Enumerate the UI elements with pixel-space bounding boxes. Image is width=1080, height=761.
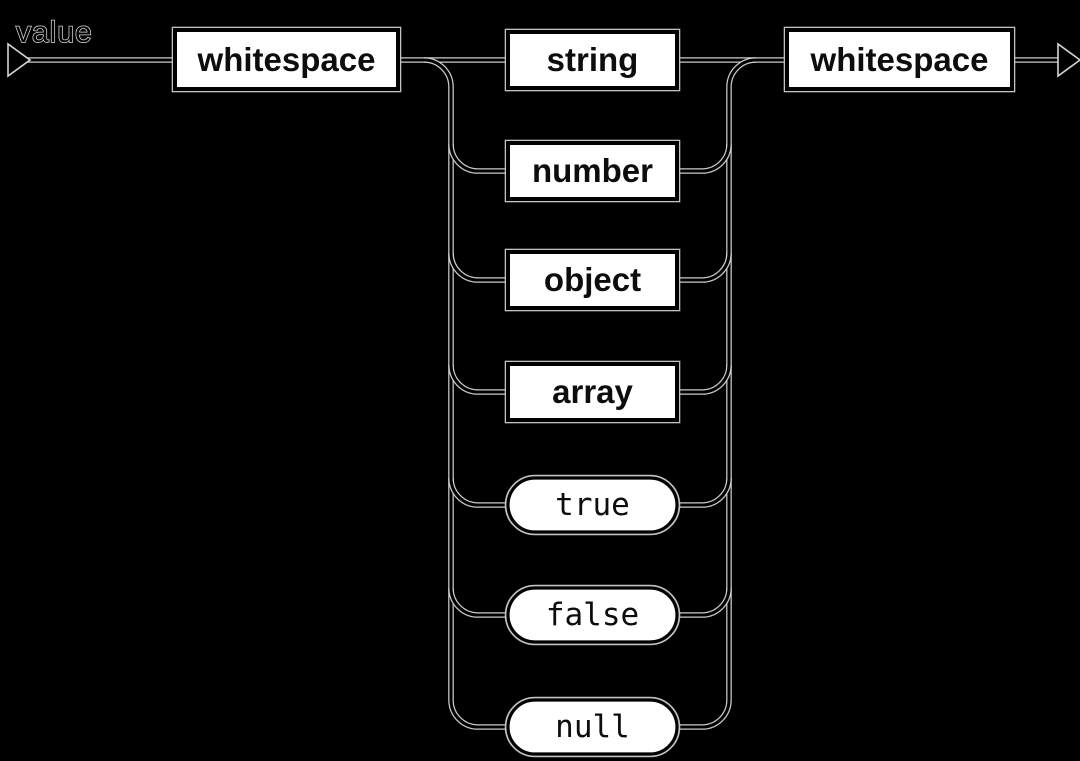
node-false[interactable]: false [504,584,681,646]
node-null-label: null [555,709,630,745]
start-arrow-icon [7,42,32,78]
node-string-label: string [547,41,639,78]
rail-right-arc-object [676,253,729,280]
rail-left-arc-object [451,253,509,280]
rail-right-arc-array [676,365,729,392]
node-true-label: true [555,487,630,523]
rail-left-arc-array [451,365,509,392]
diagram-title: value [16,16,93,49]
rail-right-arc-true [676,478,729,505]
node-number[interactable]: number [504,139,681,203]
rail-right-arc-number [676,144,729,171]
node-null[interactable]: null [504,696,681,758]
node-false-label: false [546,597,639,633]
end-arrow-icon [1057,42,1080,78]
node-array-label: array [552,373,633,410]
node-whitespace-entry-label: whitespace [197,41,376,78]
node-true[interactable]: true [504,474,681,536]
rail-left-arc-true [451,478,509,505]
node-object[interactable]: object [504,248,681,312]
node-whitespace-entry[interactable]: whitespace [171,26,402,93]
node-number-label: number [532,152,653,189]
node-whitespace-exit-label: whitespace [810,41,989,78]
rail-left-arc-false [451,588,509,615]
node-whitespace-exit[interactable]: whitespace [783,26,1016,93]
rail-right-arc-false [676,588,729,615]
node-string[interactable]: string [504,28,681,92]
node-array[interactable]: array [504,360,681,424]
node-object-label: object [544,261,641,298]
rail-left-arc-number [451,144,509,171]
